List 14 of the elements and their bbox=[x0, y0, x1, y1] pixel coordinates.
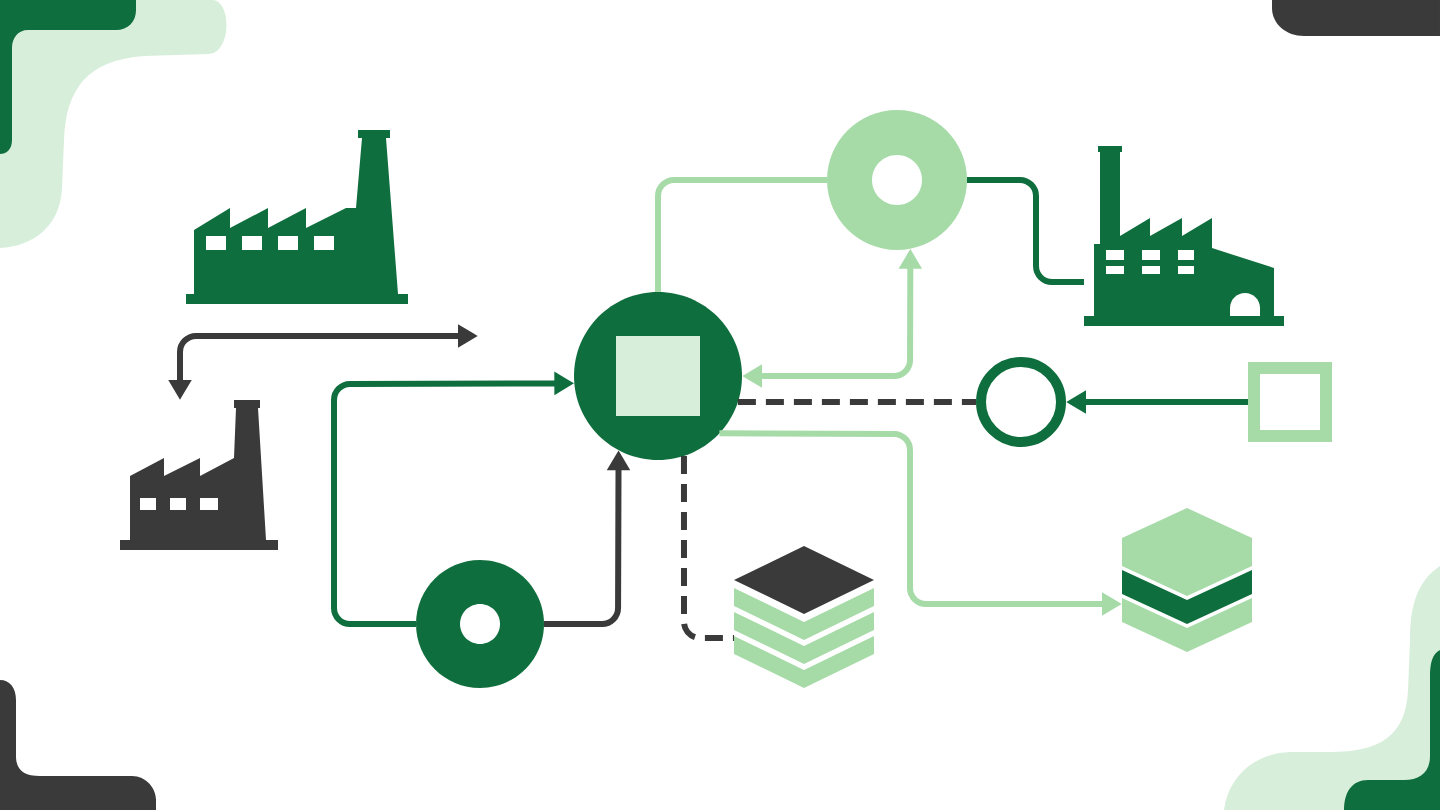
layer-stack bbox=[734, 546, 874, 688]
layer-stack bbox=[1122, 508, 1252, 652]
dashed-line bbox=[680, 455, 734, 641]
factory-picture bbox=[1084, 146, 1284, 326]
connector-line bbox=[655, 177, 827, 292]
ring-circle bbox=[976, 357, 1066, 447]
connector-line bbox=[967, 177, 1084, 285]
hub-circle bbox=[574, 292, 742, 460]
factory-picture bbox=[120, 400, 278, 550]
donut-circle bbox=[416, 560, 544, 688]
donut-circle bbox=[827, 110, 967, 250]
dashed-line bbox=[737, 398, 976, 405]
factory-picture bbox=[186, 130, 408, 304]
square-outline bbox=[1248, 362, 1332, 442]
